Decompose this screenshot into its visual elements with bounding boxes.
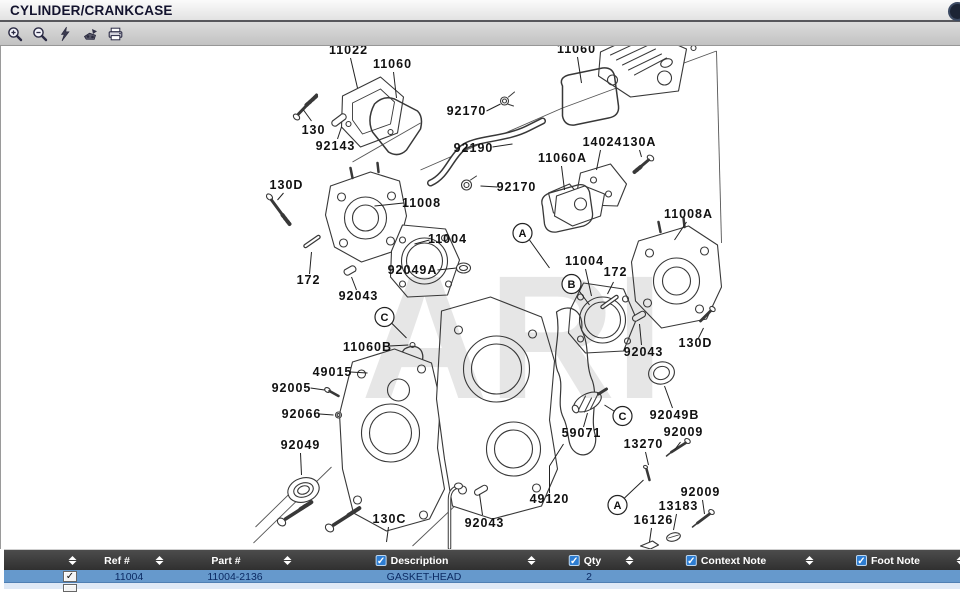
cell-part: 11004-2136	[207, 571, 262, 583]
part-label-11008A[interactable]: 11008A	[664, 207, 713, 221]
part-label-130D[interactable]: 130D	[270, 178, 304, 192]
column-label: Ref #	[104, 555, 130, 567]
column-label: Qty	[584, 555, 602, 567]
sort-icon[interactable]	[805, 554, 814, 567]
page-title: CYLINDER/CRANKCASE	[10, 3, 173, 18]
part-label-13270[interactable]: 13270	[624, 437, 664, 451]
callout-letter: C	[381, 312, 389, 324]
exploded-view-svg: ARI 110221106013092143921709219092170110…	[1, 46, 960, 549]
qty-checkbox[interactable]: ✓	[569, 555, 580, 566]
part-label-92066[interactable]: 92066	[282, 407, 322, 421]
part-label-59071[interactable]: 59071	[562, 426, 602, 440]
column-label: Description	[391, 555, 449, 567]
sort-icon[interactable]	[625, 554, 634, 567]
corner-logo-icon	[948, 2, 960, 21]
part-label-92043[interactable]: 92043	[465, 516, 505, 530]
part-label-11060[interactable]: 11060	[373, 57, 412, 71]
part-label-11004[interactable]: 11004	[565, 254, 604, 268]
part-label-13183[interactable]: 13183	[659, 499, 699, 513]
column-label: Part #	[211, 555, 240, 567]
callout-letter: B	[568, 279, 576, 291]
part-label-49120[interactable]: 49120	[530, 492, 570, 506]
row-checkbox[interactable]: ✓	[63, 571, 77, 582]
part-label-16126[interactable]: 16126	[634, 513, 674, 527]
sort-icon[interactable]	[283, 554, 292, 567]
callout-letter: A	[519, 228, 527, 240]
print-icon[interactable]	[106, 25, 124, 43]
parts-table: Ref # Part # ✓ Description ✓ Qty ✓ Conte…	[0, 549, 960, 589]
title-bar: CYLINDER/CRANKCASE	[0, 0, 960, 22]
part-label-11060A[interactable]: 11060A	[538, 151, 587, 165]
part-label-11004[interactable]: 11004	[428, 232, 467, 246]
sort-icon[interactable]	[527, 554, 536, 567]
part-label-130A[interactable]: 130A	[623, 135, 657, 149]
column-header-ref[interactable]: Ref #	[104, 550, 130, 571]
column-label: Context Note	[701, 555, 766, 567]
cell-qty: 2	[586, 571, 592, 583]
cell-description: GASKET-HEAD	[387, 571, 462, 583]
part-label-11060B[interactable]: 11060B	[343, 340, 392, 354]
part-label-14024[interactable]: 14024	[583, 135, 623, 149]
part-label-92049B[interactable]: 92049B	[650, 408, 700, 422]
table-row-partial[interactable]	[4, 583, 960, 589]
zoom-in-icon[interactable]	[6, 25, 24, 43]
part-label-92009[interactable]: 92009	[664, 425, 704, 439]
column-label: Foot Note	[871, 555, 920, 567]
part-label-92170[interactable]: 92170	[447, 104, 487, 118]
table-row[interactable]: ✓ 11004 11004-2136 GASKET-HEAD 2	[4, 570, 960, 583]
cell-ref: 11004	[115, 571, 143, 583]
callout-letter: A	[614, 500, 622, 512]
description-checkbox[interactable]: ✓	[376, 555, 387, 566]
part-label-92143[interactable]: 92143	[316, 139, 356, 153]
part-label-49015[interactable]: 49015	[313, 365, 353, 379]
part-label-92009[interactable]: 92009	[681, 485, 721, 499]
add-to-list-icon[interactable]	[81, 25, 99, 43]
part-label-130[interactable]: 130	[302, 123, 326, 137]
sort-icon[interactable]	[956, 554, 960, 567]
part-label-11060[interactable]: 11060	[557, 46, 596, 56]
column-header-foot-note[interactable]: ✓ Foot Note	[856, 550, 920, 571]
column-header-part[interactable]: Part #	[211, 550, 240, 571]
context-note-checkbox[interactable]: ✓	[686, 555, 697, 566]
part-label-92049[interactable]: 92049	[281, 438, 321, 452]
sort-icon[interactable]	[155, 554, 164, 567]
column-header-description[interactable]: ✓ Description	[376, 550, 449, 571]
part-label-11008[interactable]: 11008	[402, 196, 441, 210]
part-label-172[interactable]: 172	[297, 273, 321, 287]
table-header: Ref # Part # ✓ Description ✓ Qty ✓ Conte…	[4, 549, 960, 570]
part-label-11022[interactable]: 11022	[329, 46, 368, 57]
part-label-130C[interactable]: 130C	[373, 512, 407, 526]
part-label-92005[interactable]: 92005	[272, 381, 312, 395]
zoom-out-icon[interactable]	[31, 25, 49, 43]
hotspot-lightning-icon[interactable]	[56, 25, 74, 43]
column-header-qty[interactable]: ✓ Qty	[569, 550, 602, 571]
part-label-130D[interactable]: 130D	[679, 336, 713, 350]
foot-note-checkbox[interactable]: ✓	[856, 555, 867, 566]
callout-letter: C	[619, 411, 627, 423]
part-label-172[interactable]: 172	[604, 265, 628, 279]
part-label-92043[interactable]: 92043	[624, 345, 664, 359]
row-checkbox[interactable]	[63, 584, 77, 592]
column-header-context-note[interactable]: ✓ Context Note	[686, 550, 766, 571]
part-label-92049A[interactable]: 92049A	[388, 263, 438, 277]
part-label-92043[interactable]: 92043	[339, 289, 379, 303]
part-label-92170[interactable]: 92170	[497, 180, 537, 194]
sort-icon[interactable]	[68, 554, 77, 567]
part-label-92190[interactable]: 92190	[454, 141, 494, 155]
diagram-toolbar	[0, 22, 960, 46]
